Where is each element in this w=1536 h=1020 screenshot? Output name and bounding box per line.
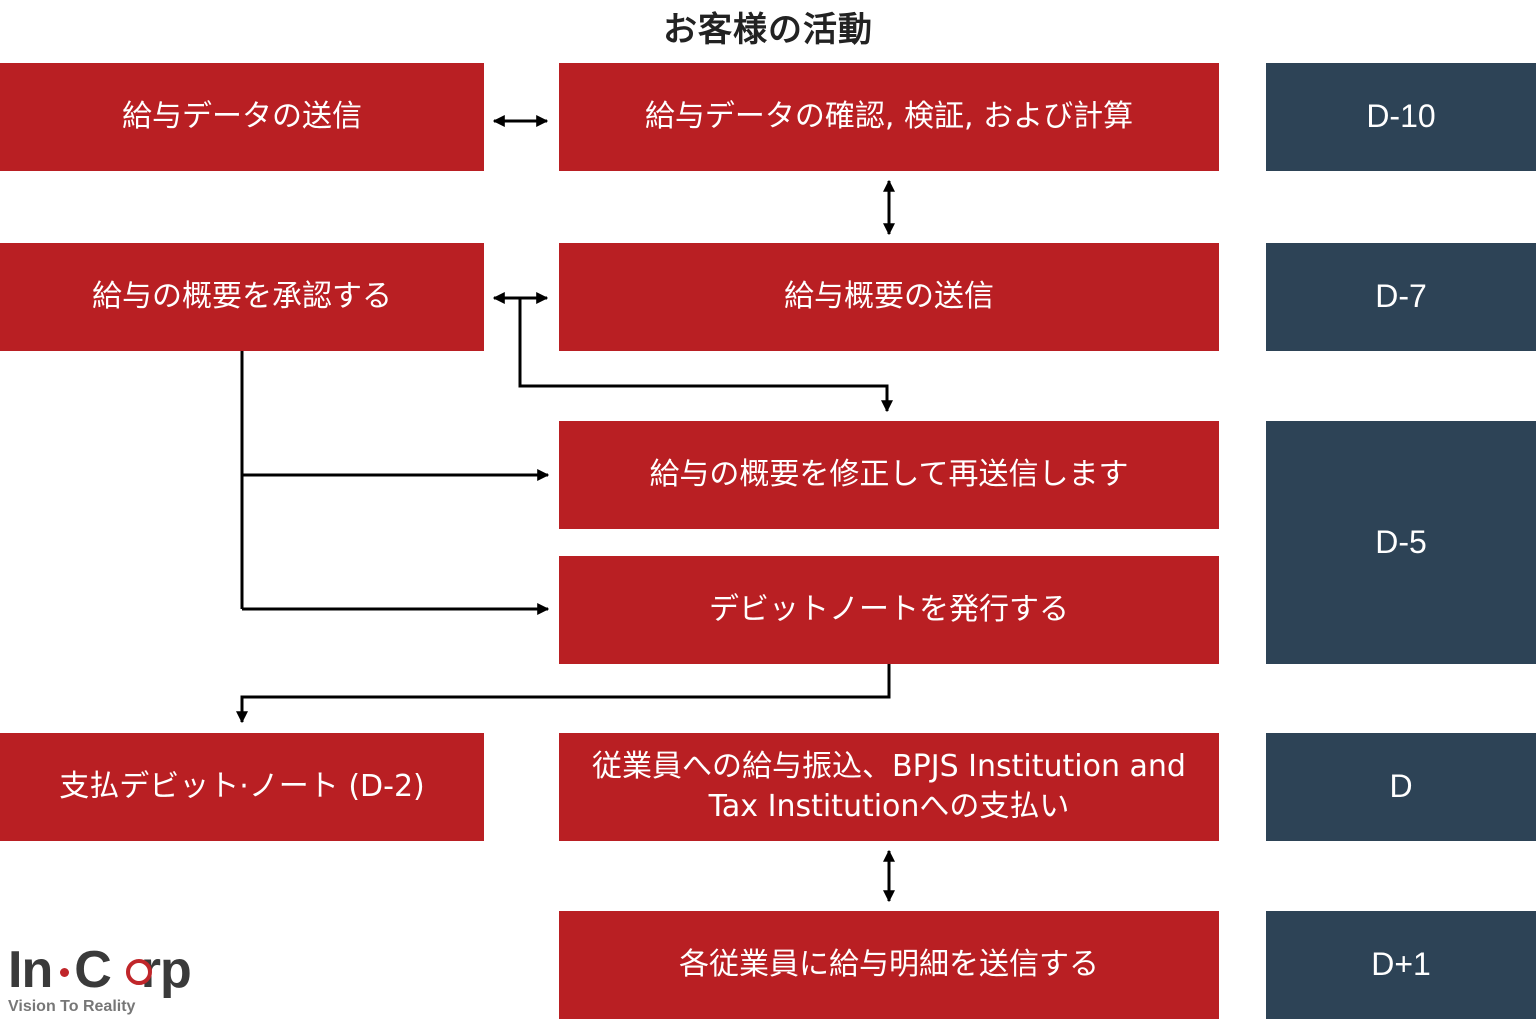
step-pay-debit-note: 支払デビット·ノート (D-2) [0, 733, 484, 841]
step-send-payroll-data: 給与データの送信 [0, 63, 484, 171]
day-marker-d-7: D-7 [1266, 243, 1536, 351]
logo-dot [60, 968, 69, 977]
step-revise-resend: 給与の概要を修正して再送信します [559, 421, 1219, 529]
step-issue-debit-note: デビットノートを発行する [559, 556, 1219, 664]
diagram-title: お客様の活動 [663, 10, 873, 50]
globe-icon [126, 959, 152, 985]
step-salary-transfer: 従業員への給与振込、BPJS Institution and Tax Insti… [559, 733, 1219, 841]
step-send-summary: 給与概要の送信 [559, 243, 1219, 351]
step-approve-summary: 給与の概要を承認する [0, 243, 484, 351]
day-marker-d-10: D-10 [1266, 63, 1536, 171]
day-marker-d: D [1266, 733, 1536, 841]
step-verify-calculate: 給与データの確認, 検証, および計算 [559, 63, 1219, 171]
day-marker-d-5: D-5 [1266, 421, 1536, 664]
logo-tagline: Vision To Reality [8, 998, 136, 1015]
connector-approve-to-revise [518, 298, 893, 413]
connector-debit-to-pay [236, 664, 891, 724]
step-send-payslips: 各従業員に給与明細を送信する [559, 911, 1219, 1019]
day-marker-d-plus-1: D+1 [1266, 911, 1536, 1019]
